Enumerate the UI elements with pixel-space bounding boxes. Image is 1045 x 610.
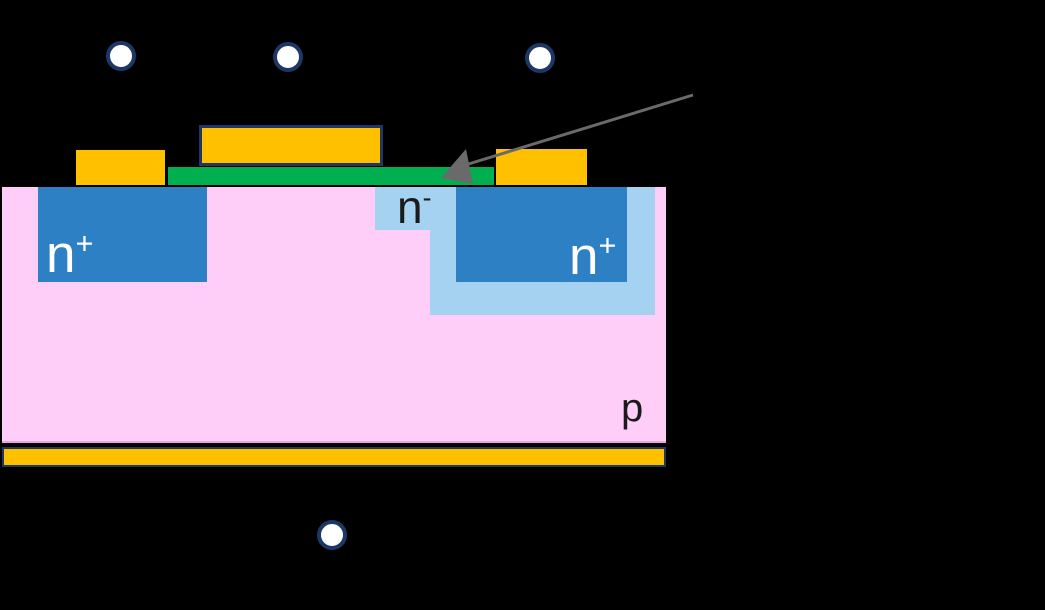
- source-metal-contact: [76, 150, 165, 185]
- substrate-back-metal-contact: [2, 447, 666, 467]
- n-plus-drain-label: n+: [569, 227, 617, 286]
- body-terminal-icon: [317, 520, 347, 550]
- source-terminal-icon: [106, 41, 136, 71]
- p-substrate-label: p: [621, 386, 644, 430]
- n-plus-drain-region: [456, 187, 627, 282]
- gate-oxide-layer: [168, 167, 494, 185]
- drain-metal-contact: [496, 149, 587, 185]
- gate-terminal-icon: [273, 42, 303, 72]
- n-minus-extension-region: [375, 187, 430, 230]
- drain-terminal-icon: [525, 43, 555, 73]
- n-minus-label: n-: [397, 181, 432, 233]
- n-plus-source-label: n+: [46, 225, 94, 284]
- gate-electrode: [199, 125, 383, 166]
- n-plus-source-region: [38, 187, 207, 282]
